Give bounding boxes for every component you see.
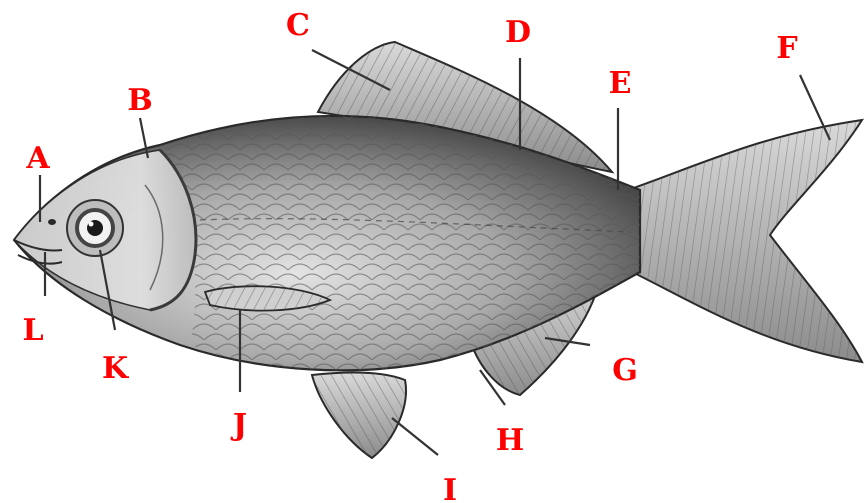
fish-eye <box>67 200 123 256</box>
label-g: G <box>612 353 638 388</box>
leader-line-i <box>392 418 438 455</box>
label-d: D <box>505 15 531 50</box>
pelvic-fin <box>312 373 406 458</box>
label-j: J <box>230 408 247 443</box>
label-f: F <box>776 31 797 66</box>
label-h: H <box>496 423 524 458</box>
fish-nostril <box>48 219 56 225</box>
label-i: I <box>443 473 457 503</box>
label-a: A <box>25 141 50 176</box>
label-b: B <box>127 83 152 118</box>
caudal-fin <box>628 120 862 362</box>
label-k: K <box>102 351 129 386</box>
label-e: E <box>609 66 632 101</box>
label-c: C <box>286 8 310 43</box>
label-l: L <box>22 313 43 348</box>
